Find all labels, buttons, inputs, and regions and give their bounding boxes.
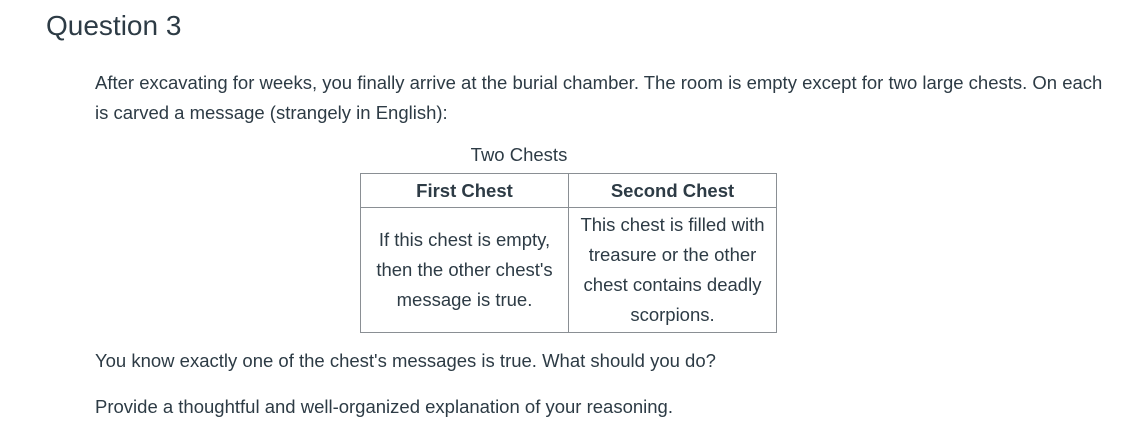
cell-second-chest-message: This chest is filled with treasure or th… (568, 207, 777, 333)
table-header-row: First Chest Second Chest (360, 173, 777, 208)
first-chest-message: If this chest is empty, then the other c… (376, 229, 553, 310)
cell-first-chest-message: If this chest is empty, then the other c… (360, 207, 569, 333)
question-instruction: Provide a thoughtful and well-organized … (95, 396, 673, 417)
chest-table: First Chest Second Chest If this chest i… (360, 173, 777, 333)
question-statement: You know exactly one of the chest's mess… (95, 350, 716, 371)
header-first-chest: First Chest (360, 173, 569, 208)
second-chest-message: This chest is filled with treasure or th… (580, 214, 765, 325)
table-caption: Two Chests (470, 144, 568, 165)
header-second-chest: Second Chest (568, 173, 777, 208)
table-row: If this chest is empty, then the other c… (360, 207, 777, 333)
question-title: Question 3 (46, 10, 182, 41)
question-intro: After excavating for weeks, you finally … (95, 72, 1103, 123)
question-body: After excavating for weeks, you finally … (95, 68, 1105, 128)
